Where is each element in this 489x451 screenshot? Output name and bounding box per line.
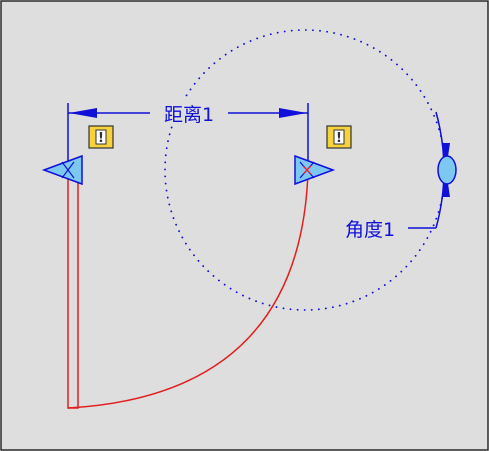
- distance-dimension[interactable]: 距离1: [67, 100, 309, 163]
- distance-label-background: [150, 100, 228, 125]
- action-grip-icon[interactable]: [294, 154, 336, 186]
- angle-dimension[interactable]: 角度1: [334, 111, 457, 241]
- warning-badge[interactable]: !: [326, 125, 352, 149]
- rotation-grip-icon[interactable]: [437, 155, 457, 185]
- arrowhead-right-icon: [279, 108, 307, 118]
- action-grip-shape: [294, 154, 336, 186]
- door-swing-arc: [67, 171, 309, 409]
- warning-badge[interactable]: !: [88, 125, 114, 149]
- warning-icon-inner: [333, 129, 345, 145]
- warning-icon-inner: [95, 129, 107, 145]
- angle-label[interactable]: 角度1: [345, 219, 395, 241]
- warning-glyph: !: [98, 131, 104, 146]
- grip-cross-mark: [61, 161, 75, 179]
- angle-label-background: [334, 216, 408, 241]
- action-grip-icon[interactable]: [41, 154, 83, 186]
- base-point-marker-icon: [302, 165, 312, 175]
- warning-glyph: !: [336, 131, 342, 146]
- arrowhead-left-icon: [69, 108, 97, 118]
- distance-label[interactable]: 距离1: [164, 104, 214, 126]
